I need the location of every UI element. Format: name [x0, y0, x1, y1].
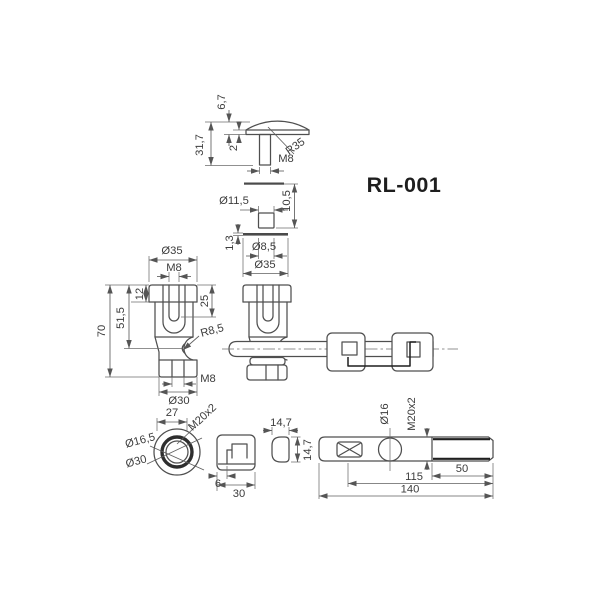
svg-text:27: 27 — [166, 407, 178, 419]
clamp-chamfer — [154, 336, 160, 361]
shaft-thread-section — [431, 436, 494, 462]
spacer-body — [257, 212, 275, 229]
svg-text:31,7: 31,7 — [194, 134, 206, 156]
nut-notch — [231, 443, 248, 459]
shaft-view: 14,7 14,7 Ø16 M20x2 — [263, 397, 494, 499]
dim-washer-thickness: 1,3 — [224, 224, 243, 251]
bolt-head — [245, 120, 310, 136]
svg-text:M8: M8 — [278, 153, 294, 165]
svg-text:2: 2 — [228, 145, 240, 151]
svg-text:25: 25 — [199, 295, 211, 307]
washer-bottom-bar — [243, 233, 288, 236]
dim-clamp-top-thread: M8 — [157, 262, 191, 282]
spacer-washer-view: Ø11,5 10,5 1,3 Ø8,5 Ø35 — [219, 182, 298, 277]
dim-bottom-across: 27 — [156, 407, 188, 431]
clamp-slot-outer — [162, 284, 186, 334]
dim-washer-hole: Ø8,5 — [246, 238, 287, 259]
assembly-base-nut — [246, 364, 288, 381]
shaft-flat-box — [336, 441, 363, 458]
dim-washer-outer: Ø35 — [242, 238, 289, 277]
assembly-clamp-cap — [242, 284, 292, 303]
drawing-title: RL-001 — [367, 173, 442, 197]
svg-text:140: 140 — [401, 484, 420, 496]
dim-shaft-thread-label: M20x2 — [406, 397, 430, 470]
dim-clamp-rod-center: 51,5 — [115, 285, 182, 349]
assembly-joint-line — [347, 341, 416, 367]
shaft-cross-section — [271, 436, 290, 463]
assembly-block-right — [391, 332, 434, 372]
svg-text:R8,5: R8,5 — [199, 322, 225, 340]
svg-text:6: 6 — [215, 478, 221, 490]
svg-text:12: 12 — [134, 288, 146, 300]
dim-shaft-total-length: 140 — [318, 463, 493, 499]
clamp-side-view: Ø35 M8 12 51,5 70 25 — [96, 245, 225, 407]
washer-top-bar — [244, 182, 284, 185]
clamp-thread-hole — [168, 284, 180, 322]
dim-clamp-bottom-thread: M8 — [162, 373, 216, 387]
dim-clamp-base-diameter: Ø30 — [158, 377, 198, 407]
dim-shaft-flat-width: 14,7 — [263, 417, 298, 435]
dim-bolt-thread: M8 — [247, 153, 294, 174]
thread-ring — [160, 435, 194, 469]
dim-bolt-flange-edge: 2 — [228, 121, 242, 151]
svg-text:Ø11,5: Ø11,5 — [219, 195, 249, 207]
clamp-base — [158, 359, 198, 378]
dim-shaft-flat-height: 14,7 — [291, 436, 314, 463]
dim-clamp-total-height: 70 — [96, 285, 159, 378]
clamp-cap — [148, 284, 198, 303]
assembly-slot-outer — [256, 284, 280, 334]
dim-spacer-height: 10,5 — [276, 183, 298, 229]
dim-nut-width: 30 — [217, 472, 256, 500]
dim-shaft-thread-length: 50 — [431, 463, 494, 499]
svg-text:70: 70 — [96, 325, 108, 337]
dim-clamp-slot-depth: 25 — [181, 284, 216, 318]
svg-text:Ø8,5: Ø8,5 — [252, 241, 276, 253]
assembly-washer-flange — [249, 356, 286, 366]
nut-outline — [216, 434, 256, 471]
svg-text:M8: M8 — [200, 373, 216, 385]
assembly-thread-hole — [262, 284, 274, 322]
svg-text:1,3: 1,3 — [224, 235, 236, 251]
svg-text:Ø35: Ø35 — [161, 245, 182, 257]
dim-clamp-top-diameter: Ø35 — [148, 245, 198, 282]
svg-text:51,5: 51,5 — [115, 307, 127, 329]
svg-text:Ø35: Ø35 — [254, 259, 275, 271]
assembly-block-left-notch — [341, 341, 358, 356]
svg-text:14,7: 14,7 — [302, 439, 314, 461]
nut-side-view: 6 30 — [208, 434, 256, 500]
svg-text:50: 50 — [456, 463, 468, 475]
svg-text:10,5: 10,5 — [281, 190, 293, 212]
dim-shaft-mid-length: 115 — [347, 463, 493, 487]
svg-text:6,7: 6,7 — [216, 94, 228, 110]
dim-bottom-outer: Ø30 — [124, 437, 203, 470]
dim-bolt-total-height: 31,7 — [194, 122, 214, 166]
svg-text:115: 115 — [405, 471, 423, 483]
svg-text:30: 30 — [233, 488, 245, 500]
svg-text:Ø16: Ø16 — [379, 403, 391, 424]
svg-text:Ø30: Ø30 — [168, 395, 189, 407]
assembly-view — [222, 284, 458, 381]
bore-circle — [165, 440, 189, 464]
dim-shaft-hole: Ø16 — [379, 403, 391, 424]
svg-text:M20x2: M20x2 — [406, 397, 418, 431]
dim-bolt-head-height: 6,7 — [216, 94, 232, 146]
dim-clamp-seat-radius: R8,5 — [182, 322, 225, 351]
svg-text:14,7: 14,7 — [270, 417, 292, 429]
shaft-body — [318, 436, 433, 462]
svg-text:Ø30: Ø30 — [124, 453, 148, 470]
outer-circle — [153, 428, 201, 476]
svg-text:M8: M8 — [166, 262, 182, 274]
dim-spacer-diameter: Ø11,5 — [219, 195, 288, 213]
bolt-shank — [258, 133, 272, 166]
